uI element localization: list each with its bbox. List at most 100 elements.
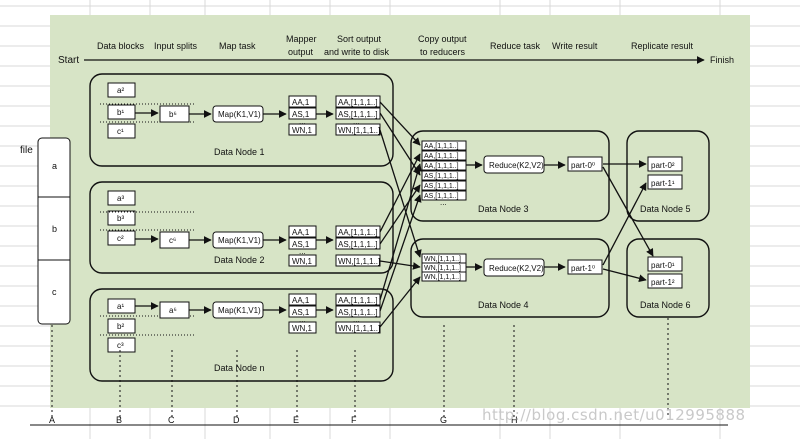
svg-text:AS,[1,1,1..]: AS,[1,1,1..]	[424, 173, 459, 180]
data-node-2-label: Data Node 2	[214, 255, 265, 265]
svg-text:Reduce(K2,V2): Reduce(K2,V2)	[489, 161, 544, 170]
svg-text:A: A	[49, 415, 55, 425]
watermark: http://blog.csdn.net/u012995888	[482, 406, 746, 424]
svg-text:a¹: a¹	[117, 302, 124, 311]
svg-text:WN,[1,1,1..]: WN,[1,1,1..]	[424, 274, 461, 281]
svg-text:F: F	[351, 415, 357, 425]
svg-text:part-1⁰: part-1⁰	[571, 264, 595, 273]
svg-text:D: D	[233, 415, 240, 425]
header-replicate-result: Replicate result	[631, 41, 694, 51]
block-c3	[107, 337, 136, 353]
header-mapper-output-1: Mapper	[286, 34, 317, 44]
svg-text:WN,1: WN,1	[292, 324, 313, 333]
svg-text:Map(K1,V1): Map(K1,V1)	[218, 110, 261, 119]
header-map-task: Map task	[219, 41, 256, 51]
svg-text:part-1¹: part-1¹	[651, 179, 675, 188]
block-a3	[107, 190, 136, 206]
svg-text:b²: b²	[117, 322, 124, 331]
svg-text:AS,1: AS,1	[292, 240, 310, 249]
data-node-6-label: Data Node 6	[640, 300, 691, 310]
svg-text:AA,1: AA,1	[292, 228, 310, 237]
block-b3	[107, 210, 136, 226]
svg-text:...: ...	[353, 315, 360, 324]
svg-text:H: H	[511, 415, 518, 425]
svg-text:AS,[1,1,1..]: AS,[1,1,1..]	[424, 193, 459, 200]
svg-text:AS,[1,1,1..]: AS,[1,1,1..]	[338, 240, 378, 249]
output-part-3	[567, 156, 603, 172]
svg-text:c⁶: c⁶	[169, 236, 176, 245]
svg-text:a⁶: a⁶	[169, 306, 177, 315]
data-node-n: a¹ b² c³ a⁶ Map(K1,V1) AA,1 AS,1 ... WN,…	[89, 288, 394, 382]
header-sort-2: and write to disk	[324, 47, 390, 57]
svg-text:WN,[1,1,1..]: WN,[1,1,1..]	[338, 324, 380, 333]
column-labels: A B C D E F G H	[49, 415, 518, 425]
header-copy-2: to reducers	[420, 47, 466, 57]
block-c2	[107, 230, 136, 246]
data-node-4: WN,[1,1,1..] WN,[1,1,1..] WN,[1,1,1..] R…	[410, 238, 610, 318]
svg-text:E: E	[293, 415, 299, 425]
svg-text:Map(K1,V1): Map(K1,V1)	[218, 306, 261, 315]
header-copy-1: Copy output	[418, 34, 467, 44]
header-mapper-output-2: output	[288, 47, 314, 57]
svg-text:AA,[1,1,1..]: AA,[1,1,1..]	[424, 143, 459, 150]
data-node-1: a² b¹ c¹ b⁶ Map(K1,V1) AA,1 AS,1 ... WN,…	[89, 73, 394, 167]
svg-text:part-0⁰: part-0⁰	[571, 161, 595, 170]
svg-text:WN,1: WN,1	[292, 126, 313, 135]
data-node-5-label: Data Node 5	[640, 204, 691, 214]
header-input-splits: Input splits	[154, 41, 198, 51]
svg-text:AS,1: AS,1	[292, 110, 310, 119]
svg-text:AS,[1,1,1..]: AS,[1,1,1..]	[338, 308, 378, 317]
output-part-4	[567, 259, 603, 275]
data-node-5: part-0² part-1¹ Data Node 5	[626, 130, 710, 222]
svg-text:...: ...	[299, 247, 306, 256]
svg-text:c³: c³	[117, 341, 124, 350]
svg-text:b³: b³	[117, 214, 124, 223]
svg-text:AS,[1,1,1..]: AS,[1,1,1..]	[338, 110, 378, 119]
svg-text:a²: a²	[117, 86, 124, 95]
svg-text:AS,1: AS,1	[292, 308, 310, 317]
svg-text:...: ...	[440, 198, 447, 207]
svg-text:Map(K1,V1): Map(K1,V1)	[218, 236, 261, 245]
data-node-2: a³ b³ c² c⁶ Map(K1,V1) AA,1 AS,1 ... WN,…	[89, 181, 394, 274]
stage-headers: Data blocks Input splits Map task Mapper…	[97, 34, 694, 57]
svg-text:AS,[1,1,1..]: AS,[1,1,1..]	[424, 183, 459, 190]
file-part-b: b	[52, 224, 57, 234]
svg-text:AA,[1,1,1..]: AA,[1,1,1..]	[424, 153, 459, 160]
data-node-n-label: Data Node n	[214, 363, 265, 373]
replication-arrows	[602, 160, 654, 283]
svg-text:WN,[1,1,1..]: WN,[1,1,1..]	[338, 126, 380, 135]
svg-text:AA,[1,1,1..]: AA,[1,1,1..]	[338, 296, 378, 305]
svg-text:part-0¹: part-0¹	[651, 261, 675, 270]
svg-text:AA,1: AA,1	[292, 296, 310, 305]
svg-text:...: ...	[299, 117, 306, 126]
data-node-4-label: Data Node 4	[478, 300, 529, 310]
header-data-blocks: Data blocks	[97, 41, 145, 51]
block-b2	[107, 318, 136, 334]
svg-text:WN,[1,1,1..]: WN,[1,1,1..]	[424, 256, 461, 263]
header-write-result: Write result	[552, 41, 598, 51]
file-part-c: c	[52, 287, 57, 297]
svg-text:B: B	[116, 415, 122, 425]
timeline-start: Start	[58, 55, 79, 66]
svg-text:part-1²: part-1²	[651, 278, 675, 287]
block-b1	[107, 104, 136, 120]
timeline-finish: Finish	[710, 55, 734, 65]
svg-text:AA,[1,1,1..]: AA,[1,1,1..]	[338, 228, 378, 237]
svg-text:...: ...	[299, 315, 306, 324]
header-reduce-task: Reduce task	[490, 41, 541, 51]
data-node-3-label: Data Node 3	[478, 204, 529, 214]
header-sort-1: Sort output	[337, 34, 382, 44]
data-node-6: part-0¹ part-1² Data Node 6	[626, 238, 710, 318]
svg-text:WN,[1,1,1..]: WN,[1,1,1..]	[424, 265, 461, 272]
column-guides	[51, 318, 669, 418]
block-c1	[107, 123, 136, 139]
svg-text:WN,1: WN,1	[292, 257, 313, 266]
block-a2	[107, 82, 136, 98]
svg-text:Reduce(K2,V2): Reduce(K2,V2)	[489, 264, 544, 273]
svg-text:AA,1: AA,1	[292, 98, 310, 107]
svg-text:b¹: b¹	[117, 108, 124, 117]
svg-text:a³: a³	[117, 194, 124, 203]
svg-text:C: C	[168, 415, 175, 425]
